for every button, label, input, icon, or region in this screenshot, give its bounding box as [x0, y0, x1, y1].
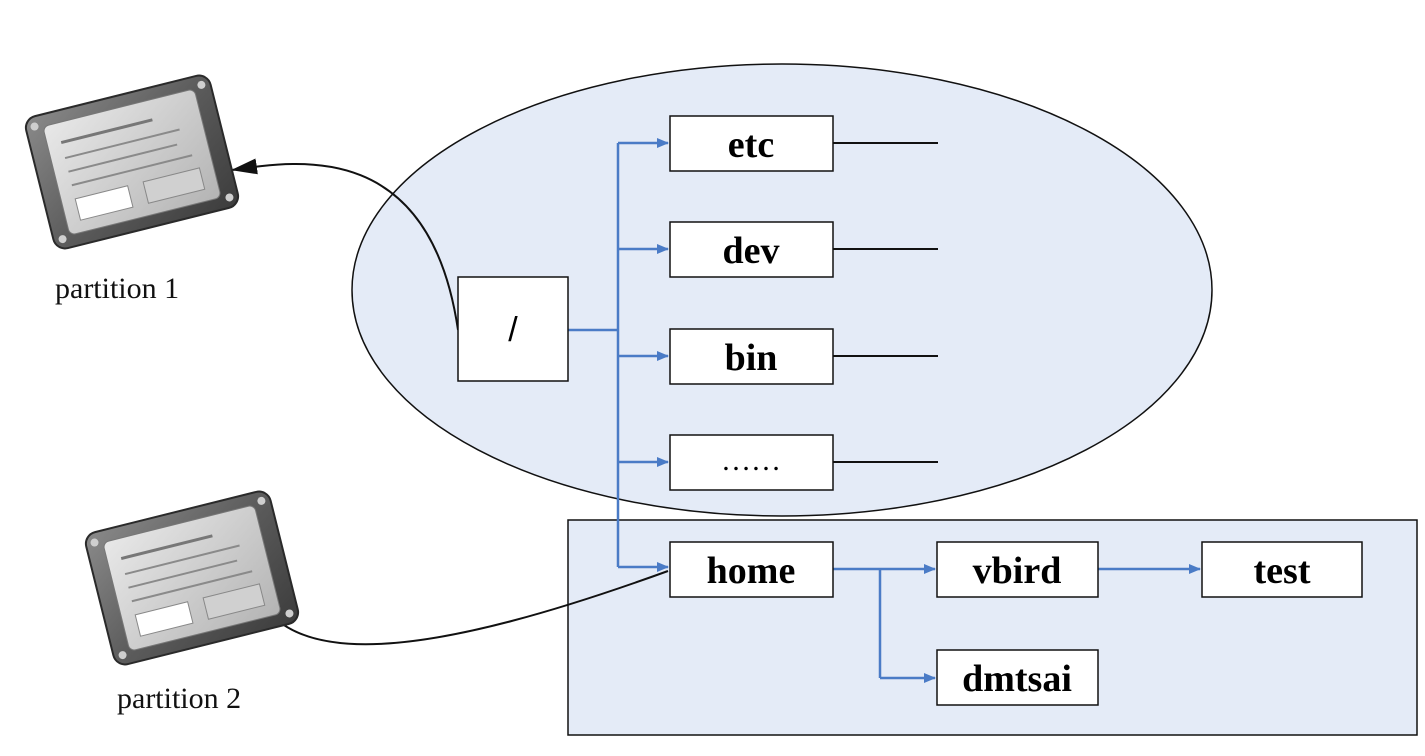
node-dmtsai[interactable]: dmtsai — [936, 649, 1099, 706]
subtree-lines — [833, 142, 938, 463]
partition-1-region — [351, 63, 1213, 517]
node-home[interactable]: home — [669, 541, 834, 598]
mount-arrow-partition-1 — [231, 158, 459, 331]
hard-disk-icon — [84, 490, 300, 666]
node-bin-label: bin — [725, 337, 778, 379]
node-vbird-label: vbird — [973, 550, 1062, 592]
root-node-label: / — [508, 311, 518, 349]
node-dev[interactable]: dev — [669, 221, 834, 278]
node-vbird[interactable]: vbird — [936, 541, 1099, 598]
node-etc[interactable]: etc — [669, 115, 834, 172]
node-dev-label: dev — [723, 230, 780, 272]
node-dmtsai-label: dmtsai — [962, 658, 1072, 700]
node-bin[interactable]: bin — [669, 328, 834, 385]
hard-disk-icon — [24, 74, 240, 250]
node-home-label: home — [707, 550, 796, 592]
partition-1-caption: partition 1 — [55, 272, 179, 305]
node-test-label: test — [1254, 550, 1311, 592]
partition-2-caption: partition 2 — [117, 682, 241, 715]
root-node[interactable]: / — [457, 276, 569, 382]
node-ellipsis[interactable]: …… — [669, 434, 834, 491]
tree-connectors — [568, 138, 1201, 683]
node-ellipsis-label: …… — [721, 444, 781, 477]
node-etc-label: etc — [728, 124, 774, 166]
node-test[interactable]: test — [1201, 541, 1363, 598]
